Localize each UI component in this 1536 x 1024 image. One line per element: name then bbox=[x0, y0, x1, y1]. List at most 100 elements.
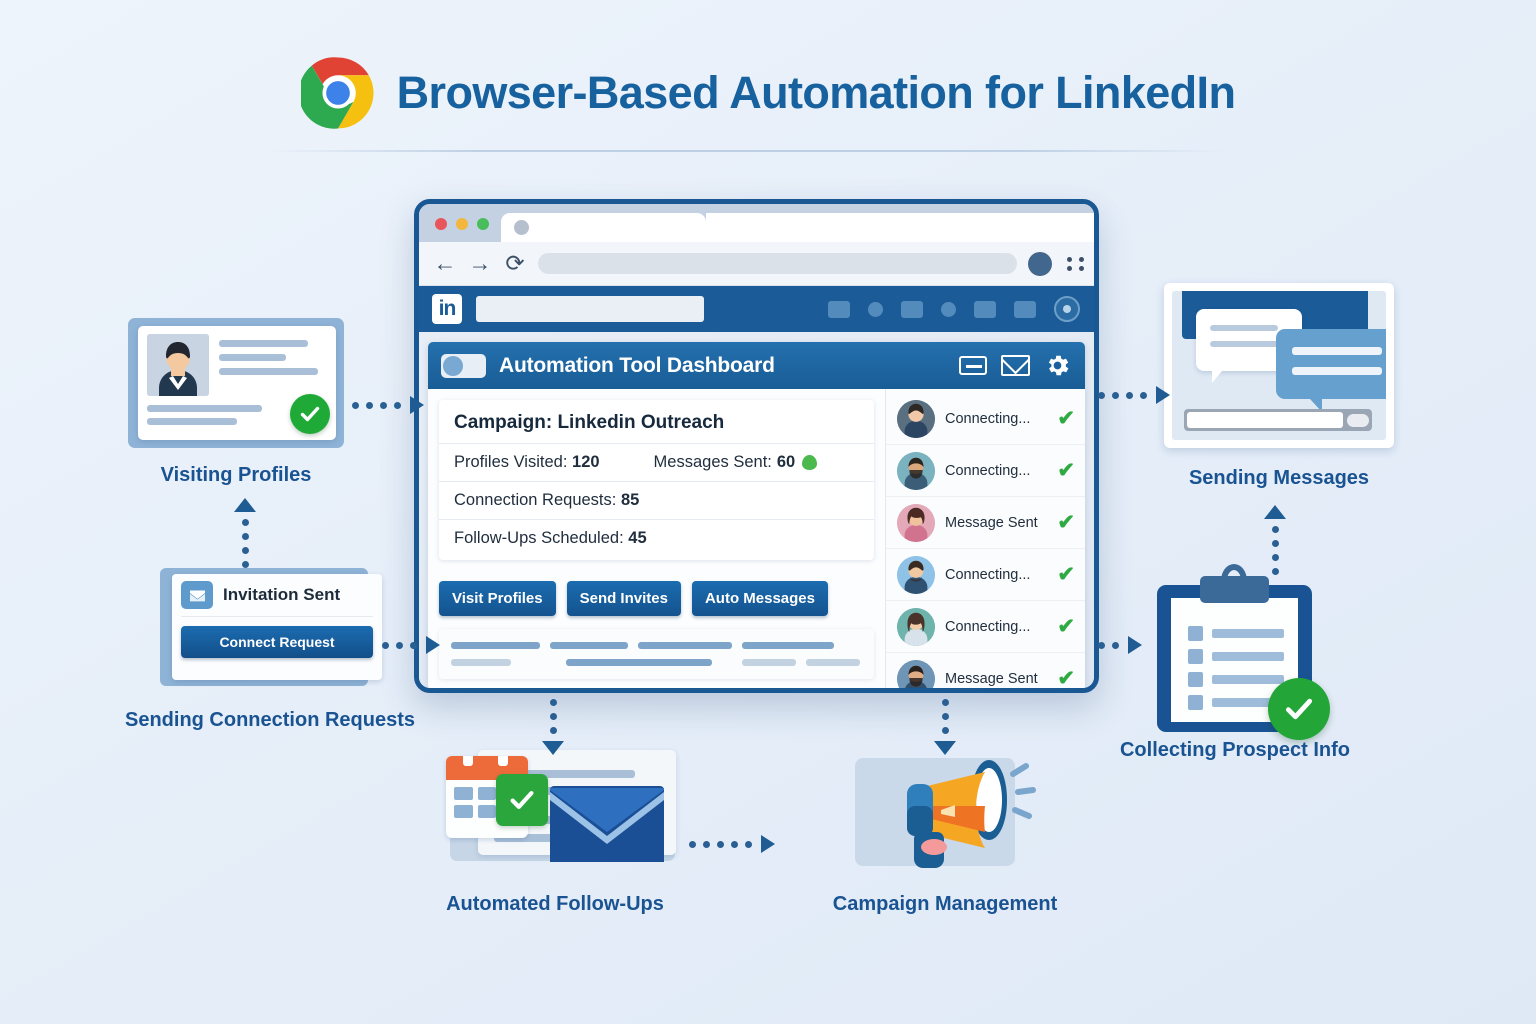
send-toggle-icon[interactable] bbox=[1347, 413, 1369, 427]
placeholder-row bbox=[451, 642, 862, 649]
automated-followups-card bbox=[440, 748, 685, 868]
list-item[interactable]: Connecting... ✔ bbox=[886, 601, 1085, 653]
minimize-dot-yellow-icon[interactable] bbox=[456, 218, 468, 230]
back-icon[interactable]: ← bbox=[433, 250, 457, 276]
kebab-menu-icon[interactable] bbox=[1063, 256, 1084, 271]
prospect-activity-list[interactable]: Connecting... ✔ Connecting... ✔ bbox=[885, 389, 1085, 690]
close-dot-red-icon[interactable] bbox=[435, 218, 447, 230]
tab-favicon-icon bbox=[514, 220, 529, 235]
linkedin-search-input[interactable] bbox=[476, 296, 704, 322]
activity-placeholder-card bbox=[439, 629, 874, 679]
linkedin-logo-icon: in bbox=[432, 294, 462, 324]
collecting-prospect-info-card bbox=[1157, 564, 1330, 740]
stat-messages-sent-label: Messages Sent: bbox=[653, 453, 772, 471]
stat-followups-scheduled-label: Follow-Ups Scheduled: bbox=[454, 529, 624, 547]
sending-connection-requests-label: Sending Connection Requests bbox=[124, 709, 416, 731]
nav-work-icon[interactable] bbox=[1014, 300, 1036, 318]
check-icon: ✔ bbox=[1057, 563, 1075, 586]
automation-dashboard: Automation Tool Dashboard Campaign: Link… bbox=[428, 342, 1085, 690]
forward-icon[interactable]: → bbox=[468, 250, 492, 276]
dashboard-body: Campaign: Linkedin Outreach Profiles Vis… bbox=[428, 389, 1085, 690]
avatar bbox=[897, 451, 935, 490]
sending-messages-card bbox=[1164, 283, 1394, 448]
stat-profiles-visited-value: 120 bbox=[572, 453, 600, 471]
avatar bbox=[897, 399, 935, 438]
success-check-icon bbox=[496, 774, 548, 826]
maximize-dot-green-icon[interactable] bbox=[477, 218, 489, 230]
visiting-profiles-card bbox=[128, 318, 344, 448]
success-check-icon bbox=[290, 394, 330, 434]
check-icon: ✔ bbox=[1057, 511, 1075, 534]
auto-messages-button[interactable]: Auto Messages bbox=[691, 581, 828, 616]
placeholder-bar bbox=[451, 642, 540, 649]
check-icon: ✔ bbox=[1057, 615, 1075, 638]
avatar bbox=[897, 607, 935, 646]
list-item[interactable]: Connecting... ✔ bbox=[886, 393, 1085, 445]
success-check-icon bbox=[1268, 678, 1330, 740]
close-icon[interactable]: × bbox=[1070, 209, 1082, 230]
arrow-followups-to-campaign bbox=[689, 835, 775, 853]
nav-notifications-icon[interactable] bbox=[974, 300, 996, 318]
automation-toggle[interactable] bbox=[441, 353, 486, 378]
stat-followups-scheduled-value: 45 bbox=[628, 529, 647, 547]
browser-tab[interactable] bbox=[501, 213, 706, 242]
list-item[interactable]: Message Sent ✔ bbox=[886, 497, 1085, 549]
campaign-management-card bbox=[855, 748, 1036, 873]
green-status-dot-icon bbox=[802, 455, 818, 470]
profile-photo bbox=[147, 334, 209, 396]
list-item-status: Message Sent bbox=[945, 514, 1038, 531]
check-icon: ✔ bbox=[1057, 667, 1075, 690]
mail-icon[interactable] bbox=[1001, 355, 1030, 376]
nav-home-icon[interactable] bbox=[828, 300, 850, 318]
list-item[interactable]: Message Sent ✔ bbox=[886, 653, 1085, 690]
maximize-icon[interactable] bbox=[1043, 213, 1058, 227]
address-bar[interactable] bbox=[538, 253, 1017, 274]
chat-bubbles-icon bbox=[1172, 291, 1386, 440]
chrome-logo-icon bbox=[300, 57, 374, 129]
connect-request-button[interactable]: Connect Request bbox=[181, 626, 373, 658]
placeholder-bar bbox=[742, 659, 796, 666]
campaign-management-label: Campaign Management bbox=[832, 893, 1058, 915]
visit-profiles-button[interactable]: Visit Profiles bbox=[439, 581, 556, 616]
reload-icon[interactable]: ⟳ bbox=[505, 250, 525, 276]
stat-row-connection-requests: Connection Requests: 85 bbox=[439, 482, 874, 520]
nav-network-icon[interactable] bbox=[868, 301, 883, 317]
send-invites-button[interactable]: Send Invites bbox=[566, 581, 681, 616]
arrow-dashboard-to-messages bbox=[1098, 386, 1170, 404]
automated-followups-label: Automated Follow-Ups bbox=[446, 893, 664, 915]
traffic-lights bbox=[419, 218, 501, 242]
placeholder-bar bbox=[638, 642, 732, 649]
nav-messaging-icon[interactable] bbox=[941, 301, 956, 317]
list-item[interactable]: Connecting... ✔ bbox=[886, 445, 1085, 497]
account-circle-icon[interactable] bbox=[1028, 251, 1052, 276]
arrow-dashboard-to-collecting bbox=[1098, 636, 1142, 654]
dashboard-main-panel: Campaign: Linkedin Outreach Profiles Vis… bbox=[428, 389, 885, 688]
invitation-icon bbox=[181, 581, 213, 609]
dashboard-title: Automation Tool Dashboard bbox=[499, 353, 775, 377]
gear-icon[interactable] bbox=[1044, 352, 1071, 379]
campaign-name: Campaign: Linkedin Outreach bbox=[454, 412, 725, 433]
sending-messages-label: Sending Messages bbox=[1188, 467, 1370, 489]
header-divider bbox=[268, 150, 1228, 152]
nav-jobs-icon[interactable] bbox=[901, 300, 923, 318]
window-controls: × bbox=[1015, 209, 1082, 230]
stat-connection-requests: Connection Requests: 85 bbox=[454, 491, 639, 510]
stat-profiles-visited: Profiles Visited: 120 bbox=[454, 453, 600, 472]
placeholder-bar bbox=[550, 642, 628, 649]
message-input[interactable] bbox=[1184, 409, 1372, 431]
placeholder-bar bbox=[451, 659, 511, 666]
arrow-connections-to-dashboard bbox=[382, 636, 440, 654]
megaphone-icon bbox=[907, 760, 1036, 868]
me-avatar-icon[interactable] bbox=[1054, 296, 1080, 322]
arrow-dashboard-to-followups bbox=[542, 699, 564, 755]
invitation-card: Invitation Sent Connect Request bbox=[172, 574, 382, 680]
stat-row-profiles-messages: Profiles Visited: 120 Messages Sent: 60 bbox=[439, 444, 874, 482]
stat-profiles-visited-label: Profiles Visited: bbox=[454, 453, 568, 471]
dashboard-header-icons bbox=[959, 352, 1071, 379]
minimize-icon[interactable] bbox=[1015, 216, 1031, 224]
list-icon[interactable] bbox=[959, 356, 987, 375]
placeholder-bar bbox=[566, 659, 712, 666]
list-item[interactable]: Connecting... ✔ bbox=[886, 549, 1085, 601]
placeholder-bar bbox=[742, 642, 834, 649]
list-item-status: Message Sent bbox=[945, 670, 1038, 687]
